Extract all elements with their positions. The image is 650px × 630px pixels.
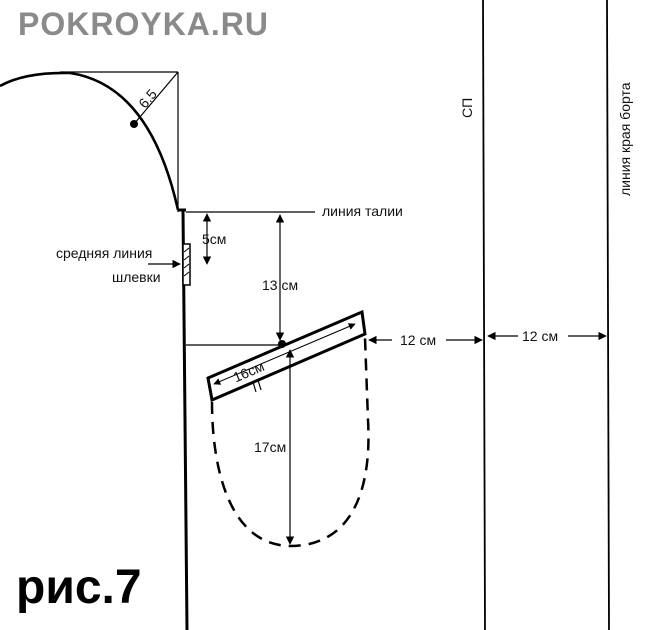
thirteen-cm-label: 13 см [262, 277, 298, 293]
front-edge-label: линия края борта [617, 82, 633, 196]
belt-loop-label-1: средняя линия [56, 245, 152, 261]
figure-label: рис.7 [16, 561, 142, 614]
belt-loop-label-2: шлевки [112, 269, 161, 285]
watermark-text: POKROYKA.RU [18, 6, 270, 42]
corner-label: 6.5 [135, 86, 160, 111]
twelve-cm-b-bg [518, 326, 568, 344]
neckline-curve [0, 71, 180, 211]
pocket-center-point [278, 340, 286, 348]
twelve-cm-label-b: 12 см [522, 328, 558, 344]
welt-pocket [206, 309, 367, 403]
seventeen-cm-label: 17см [254, 439, 286, 455]
front-edge-line [606, 0, 610, 630]
waist-line-label: линия талии [322, 203, 403, 219]
notch [252, 381, 257, 393]
sp-line [482, 0, 486, 630]
neck-point [130, 120, 138, 128]
twelve-cm-label-a: 12 см [400, 332, 436, 348]
belt-loop [182, 243, 191, 286]
belt-loop-hatch [183, 271, 190, 277]
belt-loop-hatch [183, 255, 190, 261]
twelve-cm-a-bg [392, 330, 446, 348]
pocket-bag-dashed [210, 337, 370, 548]
corner-diagonal [133, 71, 179, 125]
five-cm-label: 5см [202, 231, 226, 247]
belt-loop-hatch [183, 247, 190, 253]
notch [257, 379, 262, 391]
sixteen-cm-dim [213, 323, 356, 385]
belt-loop-hatch [183, 263, 190, 269]
sp-label: СП [459, 98, 475, 118]
